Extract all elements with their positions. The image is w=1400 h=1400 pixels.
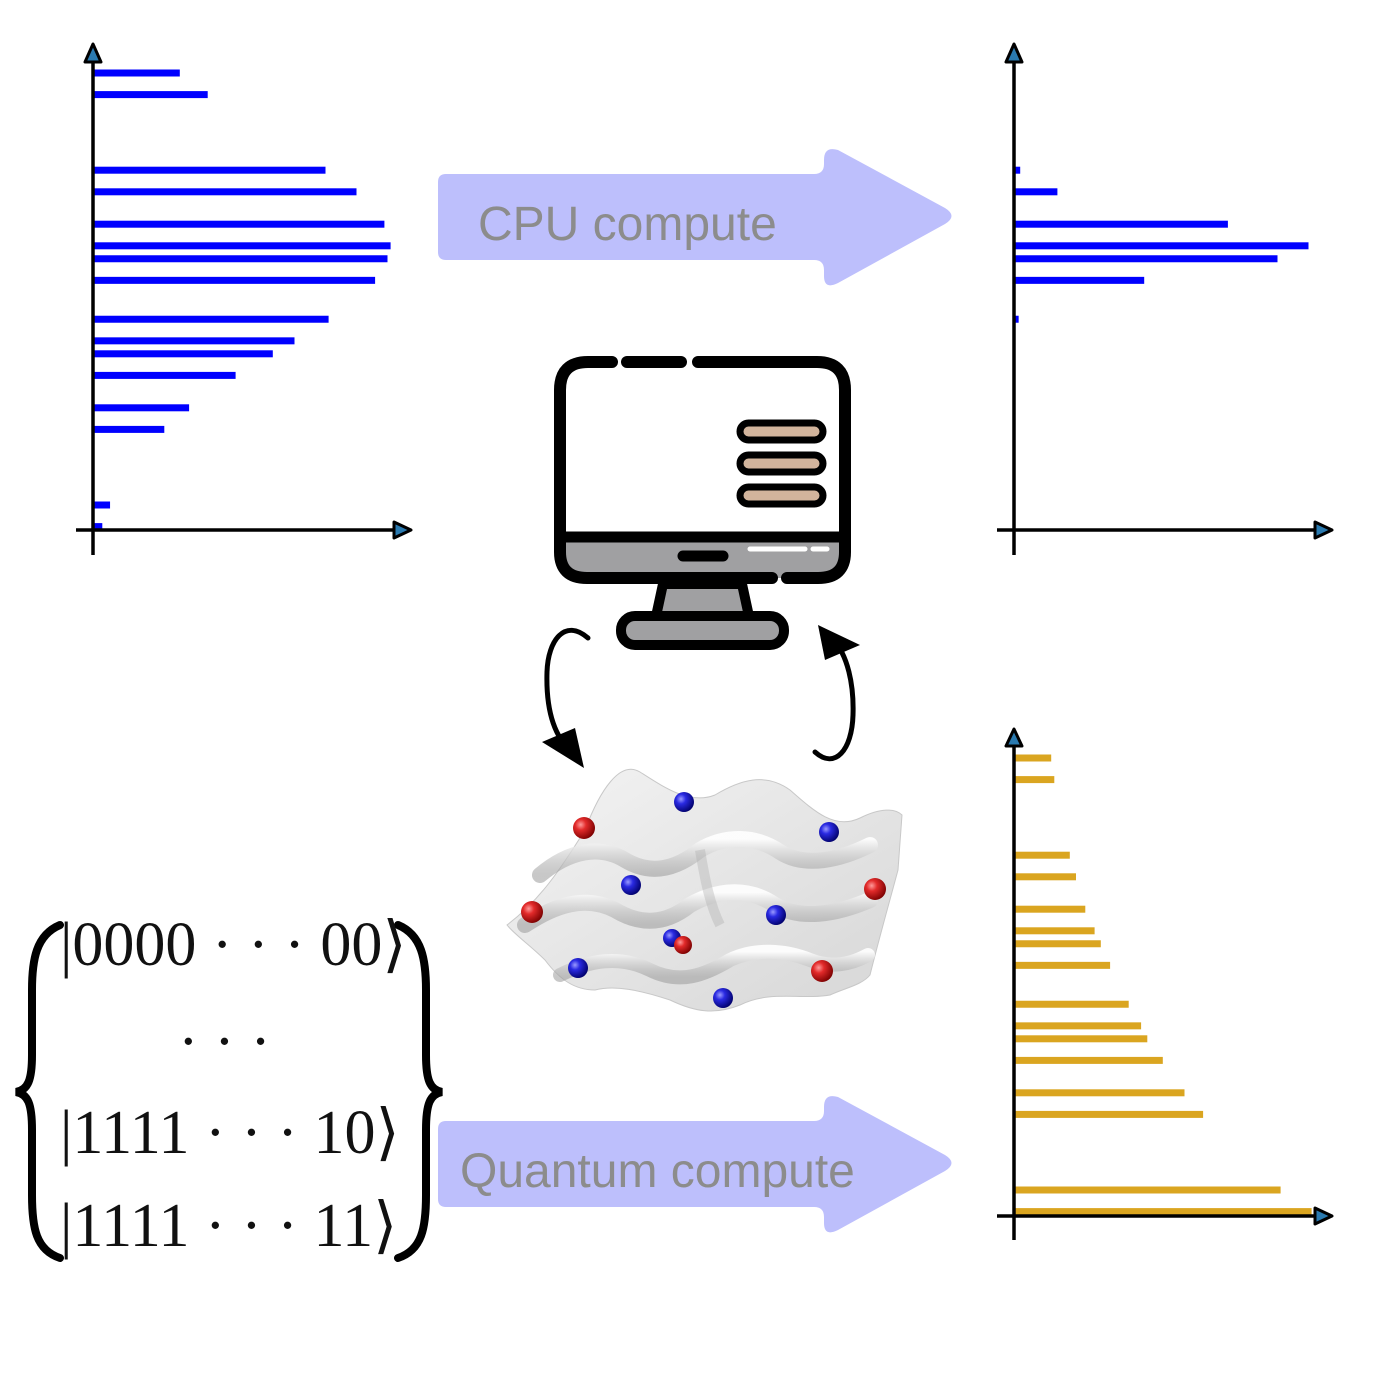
input-distribution-bar (93, 255, 388, 263)
quantum-output-distribution-bar (1014, 1089, 1185, 1097)
qubit-blue-icon (568, 958, 588, 978)
cpu-compute-label: CPU compute (478, 198, 777, 251)
qubit-blue-icon (766, 905, 786, 925)
cpu-output-distribution-bar (1014, 315, 1019, 323)
quantum-output-distribution-bar (1014, 1110, 1204, 1118)
qubit-blue-icon (713, 988, 733, 1008)
cpu-output-bars (1014, 166, 1309, 323)
qubit-red-icon (811, 960, 833, 982)
x-axis-arrowhead-icon (1313, 1206, 1334, 1226)
quantum-compute-arrow: Quantum compute (438, 1096, 952, 1233)
arrowhead-down-icon (542, 728, 584, 768)
cpu-output-distribution-bar (1014, 188, 1058, 196)
cpu-output-distribution-bar (1014, 276, 1145, 284)
feedback-loop-arrows-icon (542, 625, 860, 768)
arrowhead-up-icon (818, 625, 860, 660)
x-axis-arrowhead-icon (1313, 520, 1334, 540)
input-distribution-bar (93, 242, 391, 250)
qubits (521, 792, 886, 1008)
input-distribution-bar (93, 315, 329, 323)
input-distribution-bar (93, 501, 111, 509)
qubit-blue-icon (674, 792, 694, 812)
quantum-output-distribution-bar (1014, 754, 1052, 762)
cpu-compute-arrow: CPU compute (438, 149, 952, 286)
input-distribution-bar (93, 91, 208, 99)
basis-state-ellipsis: · · · (178, 1008, 271, 1076)
qubit-blue-icon (621, 875, 641, 895)
quantum-output-distribution-bar (1014, 1186, 1281, 1194)
cpu-output-distribution-bar (1014, 255, 1278, 263)
input-distribution-bar (93, 188, 357, 196)
qubit-red-icon (864, 878, 886, 900)
qubit-blue-icon (819, 822, 839, 842)
quantum-output-distribution-bar (1014, 940, 1101, 948)
basis-state-all-ones: |1111 · · · 11⟩ (60, 1192, 397, 1260)
cpu-output-distribution-bar (1014, 242, 1309, 250)
basis-state-set: |0000 · · · 00⟩ · · · |1111 · · · 10⟩ |1… (14, 911, 444, 1262)
input-distribution-bar (93, 220, 385, 228)
qubit-red-icon (521, 901, 543, 923)
computer-monitor-icon (554, 356, 851, 650)
input-distribution-bar (93, 337, 295, 345)
quantum-output-chart (997, 727, 1334, 1240)
qubit-red-icon (573, 817, 595, 839)
cpu-output-chart (997, 42, 1334, 555)
input-distribution-bar (93, 350, 273, 358)
basis-state-all-zeros: |0000 · · · 00⟩ (60, 911, 407, 979)
arrow-shape-icon (438, 1096, 952, 1233)
quantum-output-bars (1014, 754, 1312, 1216)
y-axis-arrowhead-icon (1004, 42, 1024, 64)
input-distribution-bar (93, 425, 165, 433)
quantum-output-distribution-bar (1014, 1000, 1129, 1008)
quantum-output-distribution-bar (1014, 961, 1111, 969)
quantum-compute-label: Quantum compute (460, 1145, 855, 1198)
quantum-output-distribution-bar (1014, 873, 1076, 881)
input-distribution-bar (93, 69, 180, 77)
quantum-output-distribution-bar (1014, 851, 1070, 859)
input-bars (93, 69, 391, 531)
y-axis-arrowhead-icon (1004, 727, 1024, 748)
y-axis-arrowhead-icon (83, 42, 103, 64)
input-distribution-bar (93, 404, 190, 412)
qubit-red-icon (674, 936, 692, 954)
input-distribution-chart (76, 42, 413, 555)
x-axis-arrowhead-icon (392, 520, 413, 540)
basis-state-second-last: |1111 · · · 10⟩ (60, 1099, 400, 1167)
input-distribution-bar (93, 371, 236, 379)
menu-lines-icon (736, 419, 827, 508)
quantum-output-distribution-bar (1014, 1056, 1163, 1064)
input-distribution-bar (93, 166, 326, 174)
input-distribution-bar (93, 523, 103, 531)
quantum-output-distribution-bar (1014, 1022, 1142, 1030)
cpu-output-distribution-bar (1014, 166, 1021, 174)
quantum-output-distribution-bar (1014, 927, 1095, 935)
right-brace-icon (394, 921, 444, 1262)
input-distribution-bar (93, 276, 376, 284)
quantum-output-distribution-bar (1014, 1035, 1148, 1043)
quantum-output-distribution-bar (1014, 776, 1055, 784)
cpu-output-distribution-bar (1014, 220, 1228, 228)
quantum-output-distribution-bar (1014, 905, 1086, 913)
energy-landscape (506, 768, 903, 1012)
quantum-output-distribution-bar (1014, 1208, 1312, 1216)
arrow-shape-icon (438, 149, 952, 286)
left-brace-icon (14, 921, 64, 1262)
